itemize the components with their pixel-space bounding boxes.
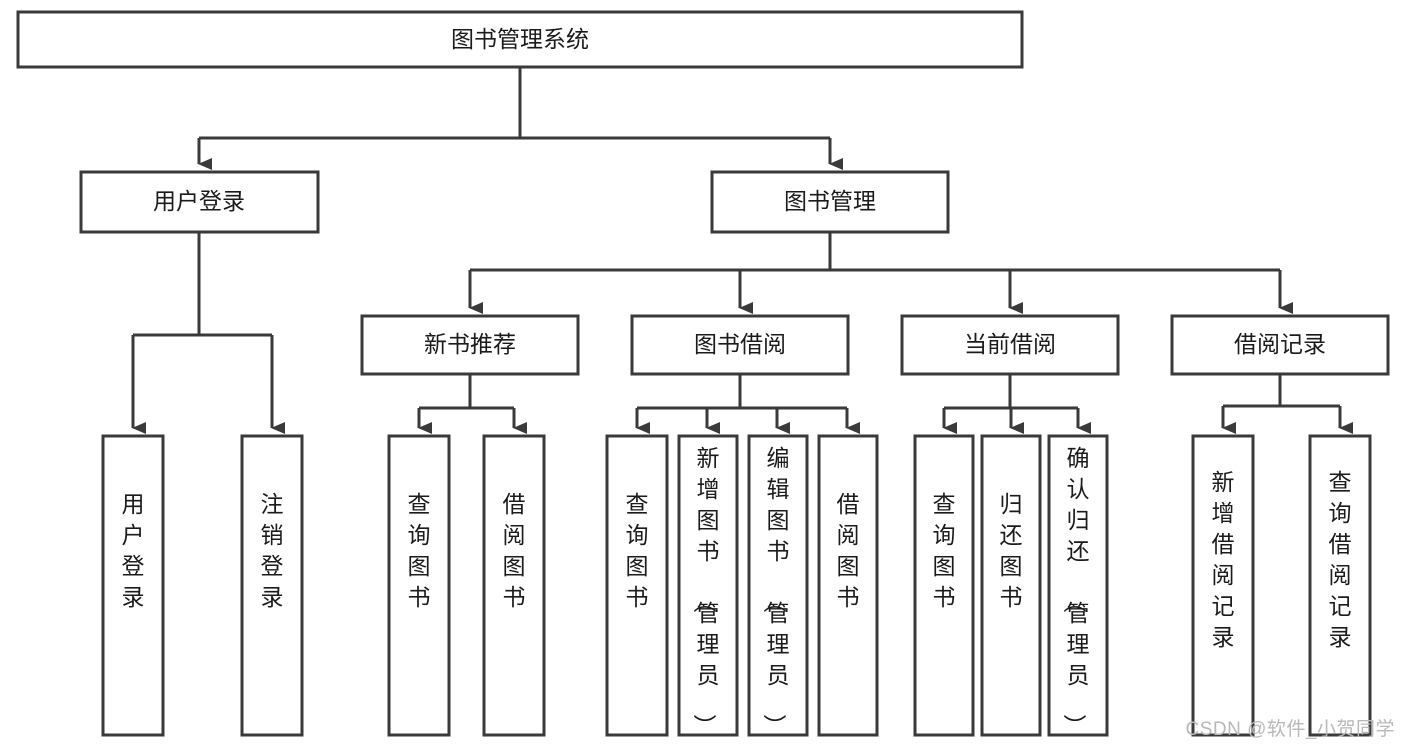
node-leaf-user-login-box[interactable] (101, 434, 165, 737)
node-root-box[interactable] (16, 10, 1024, 69)
node-leaf-borrow-book-2-label: 借阅图书 (837, 491, 860, 610)
node-leaf-logout-label: 注销登录 (261, 491, 284, 610)
node-current[interactable]: 当前借阅 (900, 314, 1120, 376)
node-leaf-edit-book-box[interactable] (747, 434, 809, 737)
node-user-login-label: 用户登录 (153, 188, 245, 214)
node-leaf-return-book-box[interactable] (980, 434, 1042, 737)
node-leaf-add-record-label: 新增借阅记录 (1212, 469, 1235, 650)
node-leaf-borrow-book-1-label: 借阅图书 (503, 491, 526, 610)
node-leaf-edit-book-label: 编辑图书（管理员） (762, 445, 790, 737)
node-leaf-confirm-return[interactable]: 确认归还（管理员） (1047, 434, 1109, 737)
node-leaf-borrow-book-1-box[interactable] (482, 434, 546, 737)
node-book-mgmt-label: 图书管理 (784, 188, 876, 214)
node-current-label: 当前借阅 (964, 331, 1056, 357)
node-record[interactable]: 借阅记录 (1170, 314, 1390, 376)
connector-layer (131, 68, 1353, 434)
node-leaf-query-book-2-box[interactable] (605, 434, 669, 737)
node-leaf-confirm-return-box[interactable] (1047, 434, 1109, 737)
node-leaf-query-book-2-label: 查询图书 (626, 491, 649, 610)
node-leaf-user-login-label: 用户登录 (122, 491, 145, 610)
node-record-box[interactable] (1170, 314, 1390, 376)
node-borrow[interactable]: 图书借阅 (630, 314, 850, 376)
node-leaf-return-book-label: 归还图书 (1000, 491, 1023, 610)
node-leaf-logout[interactable]: 注销登录 (240, 434, 304, 737)
node-leaf-add-record[interactable]: 新增借阅记录 (1191, 434, 1255, 737)
node-new-rec[interactable]: 新书推荐 (360, 314, 580, 376)
node-borrow-box[interactable] (630, 314, 850, 376)
node-current-box[interactable] (900, 314, 1120, 376)
node-book-mgmt[interactable]: 图书管理 (710, 170, 950, 234)
node-leaf-query-book-3[interactable]: 查询图书 (913, 434, 975, 737)
node-leaf-query-book-1[interactable]: 查询图书 (387, 434, 451, 737)
node-leaf-query-book-1-box[interactable] (387, 434, 451, 737)
node-leaf-query-record-box[interactable] (1308, 434, 1372, 737)
node-leaf-add-record-box[interactable] (1191, 434, 1255, 737)
node-new-rec-label: 新书推荐 (424, 331, 516, 357)
node-borrow-label: 图书借阅 (694, 331, 786, 357)
node-record-label: 借阅记录 (1234, 331, 1326, 357)
node-leaf-add-book-label: 新增图书（管理员） (692, 445, 720, 737)
node-leaf-query-book-3-label: 查询图书 (933, 491, 956, 610)
node-leaf-query-book-1-label: 查询图书 (408, 491, 431, 610)
node-new-rec-box[interactable] (360, 314, 580, 376)
node-leaf-borrow-book-1[interactable]: 借阅图书 (482, 434, 546, 737)
node-leaf-borrow-book-2[interactable]: 借阅图书 (817, 434, 879, 737)
node-leaf-query-book-3-box[interactable] (913, 434, 975, 737)
node-book-mgmt-box[interactable] (710, 170, 950, 234)
node-leaf-user-login[interactable]: 用户登录 (101, 434, 165, 737)
node-leaf-confirm-return-label: 确认归还（管理员） (1062, 445, 1090, 737)
node-leaf-query-record-label: 查询借阅记录 (1329, 469, 1352, 650)
node-root[interactable]: 图书管理系统 (16, 10, 1024, 69)
node-leaf-return-book[interactable]: 归还图书 (980, 434, 1042, 737)
node-leaf-borrow-book-2-box[interactable] (817, 434, 879, 737)
node-leaf-add-book-box[interactable] (677, 434, 739, 737)
node-leaf-query-record[interactable]: 查询借阅记录 (1308, 434, 1372, 737)
node-leaf-edit-book[interactable]: 编辑图书（管理员） (747, 434, 809, 737)
node-leaf-query-book-2[interactable]: 查询图书 (605, 434, 669, 737)
node-user-login-box[interactable] (79, 170, 320, 234)
node-user-login[interactable]: 用户登录 (79, 170, 320, 234)
node-leaf-logout-box[interactable] (240, 434, 304, 737)
node-leaf-add-book[interactable]: 新增图书（管理员） (677, 434, 739, 737)
node-root-label: 图书管理系统 (451, 26, 589, 52)
